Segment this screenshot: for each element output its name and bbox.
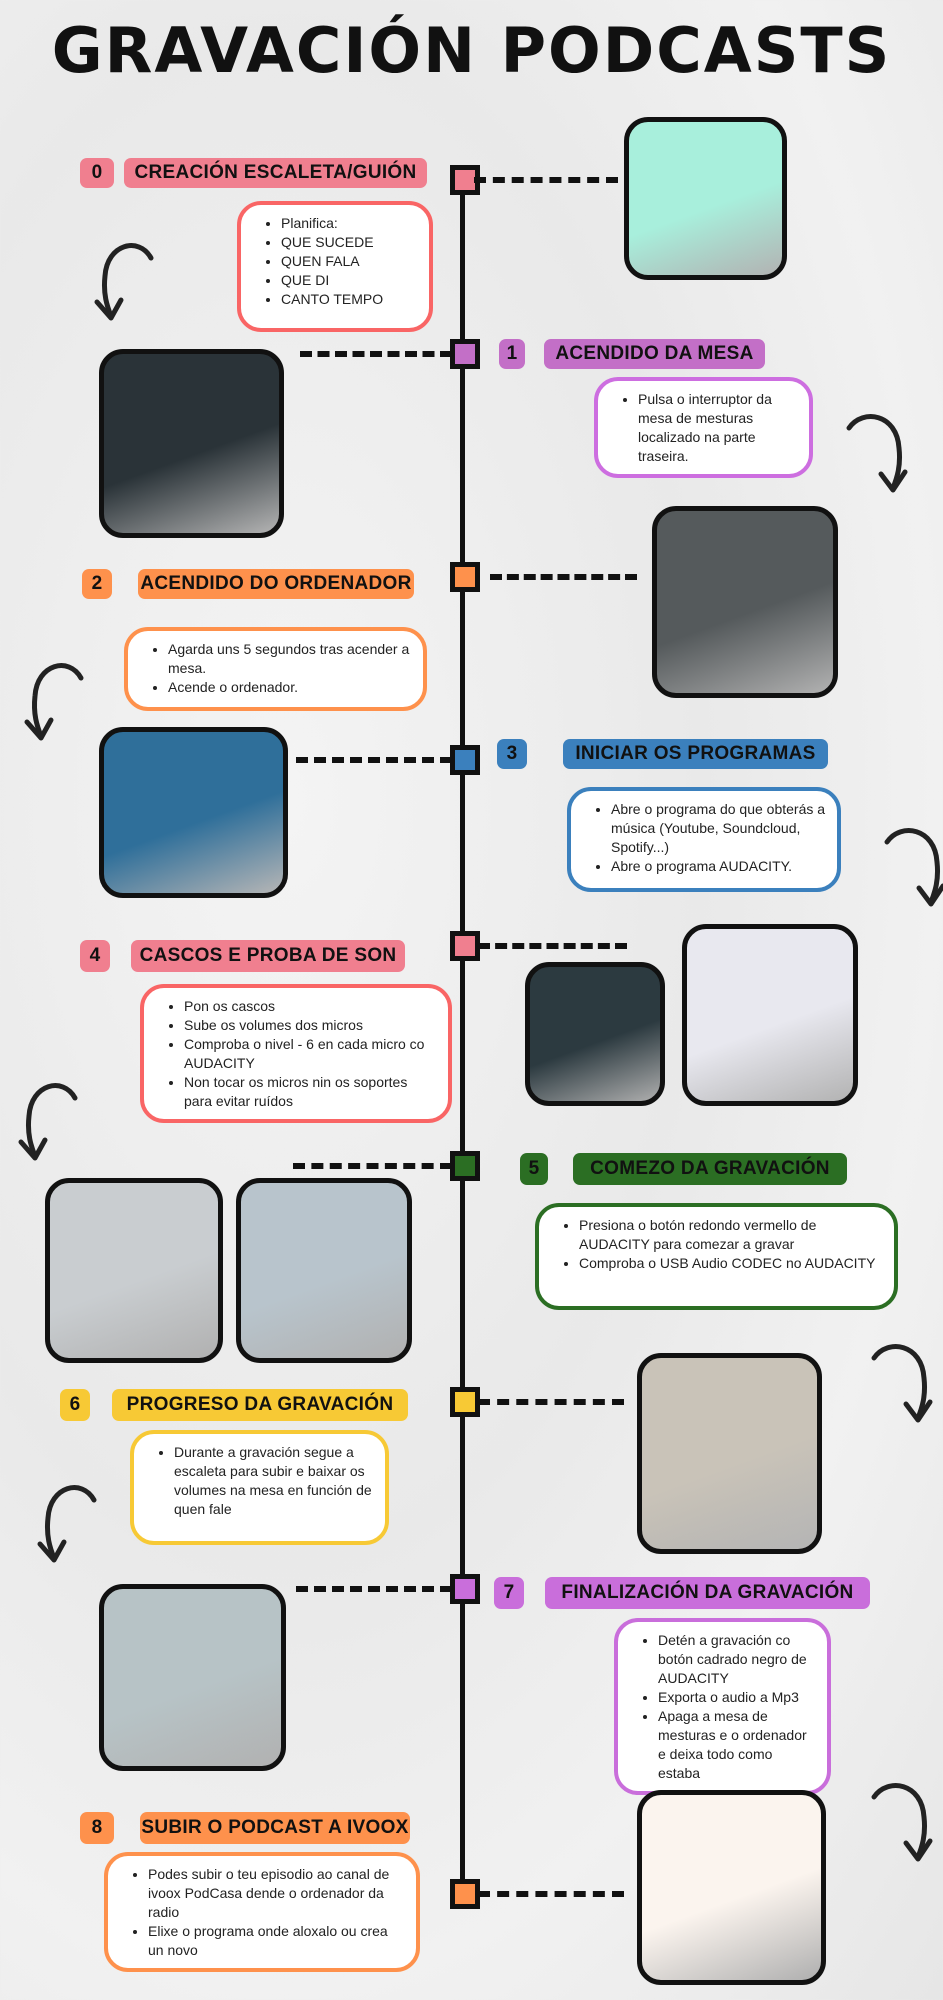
step-heading: INICIAR OS PROGRAMAS bbox=[563, 739, 828, 769]
instruction-list: Pulsa o interruptor da mesa de mesturas … bbox=[624, 390, 799, 466]
instruction-item: Sube os volumes dos micros bbox=[184, 1016, 438, 1035]
instruction-item: QUE DI bbox=[281, 271, 419, 290]
curved-arrow-icon bbox=[13, 1076, 83, 1166]
dashed-connector bbox=[478, 943, 627, 949]
instruction-item: Agarda uns 5 segundos tras acender a mes… bbox=[168, 640, 413, 678]
curved-arrow-icon bbox=[89, 236, 159, 326]
step-heading: CASCOS E PROBA DE SON bbox=[131, 940, 405, 972]
step-instructions-box: Abre o programa do que obterás a música … bbox=[567, 787, 841, 892]
instruction-item: Pulsa o interruptor da mesa de mesturas … bbox=[638, 390, 799, 466]
audacity-stop-photo bbox=[99, 1584, 286, 1771]
instruction-list: Durante a gravación segue a escaleta par… bbox=[160, 1443, 375, 1519]
audacity-levels-photo bbox=[682, 924, 858, 1106]
mixer-faders-photo bbox=[637, 1353, 822, 1554]
timeline-line bbox=[460, 178, 465, 1894]
instruction-list: Pon os cascosSube os volumes dos microsC… bbox=[170, 997, 438, 1111]
instruction-item: Pon os cascos bbox=[184, 997, 438, 1016]
dashed-connector bbox=[300, 351, 452, 357]
desktop-menu-photo bbox=[99, 727, 288, 898]
timeline-node bbox=[450, 745, 480, 775]
step-instructions-box: Pon os cascosSube os volumes dos microsC… bbox=[140, 984, 452, 1123]
timeline-node bbox=[450, 339, 480, 369]
step-number-badge: 2 bbox=[82, 569, 112, 599]
equipment-photo bbox=[525, 962, 665, 1106]
instruction-item: QUEN FALA bbox=[281, 252, 419, 271]
page-title: GRAVACIÓN PODCASTS bbox=[51, 14, 892, 87]
instruction-list: Abre o programa do que obterás a música … bbox=[597, 800, 827, 876]
step-number-badge: 1 bbox=[499, 339, 525, 369]
curved-arrow-icon bbox=[879, 822, 943, 912]
instruction-item: Durante a gravación segue a escaleta par… bbox=[174, 1443, 375, 1519]
instruction-item: Abre o programa AUDACITY. bbox=[611, 857, 827, 876]
instruction-list: Planifica:QUE SUCEDEQUEN FALAQUE DICANTO… bbox=[267, 214, 419, 309]
instruction-list: Detén a gravación co botón cadrado negro… bbox=[644, 1631, 817, 1783]
timeline-node bbox=[450, 1879, 480, 1909]
dashed-connector bbox=[478, 1399, 624, 1405]
timeline-node bbox=[450, 1574, 480, 1604]
curved-arrow-icon bbox=[32, 1478, 102, 1568]
timeline-node bbox=[450, 931, 480, 961]
step-instructions-box: Detén a gravación co botón cadrado negro… bbox=[614, 1618, 831, 1795]
curved-arrow-icon bbox=[866, 1338, 936, 1428]
dashed-connector bbox=[296, 757, 452, 763]
step-number-badge: 7 bbox=[494, 1577, 524, 1609]
ivoox-page-photo bbox=[637, 1790, 826, 1985]
instruction-item: Non tocar os micros nin os soportes para… bbox=[184, 1073, 438, 1111]
dashed-connector bbox=[296, 1586, 452, 1592]
step-heading: FINALIZACIÓN DA GRAVACIÓN bbox=[545, 1577, 870, 1609]
instruction-item: Acende o ordenador. bbox=[168, 678, 413, 697]
step-heading: PROGRESO DA GRAVACIÓN bbox=[112, 1389, 408, 1421]
instruction-item: Comproba o USB Audio CODEC no AUDACITY bbox=[579, 1254, 884, 1273]
step-number-badge: 4 bbox=[80, 940, 110, 972]
step-heading: COMEZO DA GRAVACIÓN bbox=[573, 1153, 847, 1185]
instruction-list: Agarda uns 5 segundos tras acender a mes… bbox=[154, 640, 413, 697]
instruction-item: Presiona o botón redondo vermello de AUD… bbox=[579, 1216, 884, 1254]
instruction-item: QUE SUCEDE bbox=[281, 233, 419, 252]
curved-arrow-icon bbox=[866, 1777, 936, 1867]
step-instructions-box: Podes subir o teu episodio ao canal de i… bbox=[104, 1852, 420, 1972]
step-heading: ACENDIDO DO ORDENADOR bbox=[138, 569, 414, 599]
instruction-item: Detén a gravación co botón cadrado negro… bbox=[658, 1631, 817, 1688]
timeline-node bbox=[450, 1387, 480, 1417]
step-instructions-box: Durante a gravación segue a escaleta par… bbox=[130, 1430, 389, 1545]
step-heading: ACENDIDO DA MESA bbox=[544, 339, 765, 369]
step-number-badge: 0 bbox=[80, 158, 114, 188]
instruction-item: Podes subir o teu episodio ao canal de i… bbox=[148, 1865, 406, 1922]
instruction-list: Podes subir o teu episodio ao canal de i… bbox=[134, 1865, 406, 1960]
instruction-item: Comproba o nivel - 6 en cada micro co AU… bbox=[184, 1035, 438, 1073]
instruction-item: Planifica: bbox=[281, 214, 419, 233]
step-instructions-box: Planifica:QUE SUCEDEQUEN FALAQUE DICANTO… bbox=[237, 201, 433, 332]
step-number-badge: 3 bbox=[497, 739, 527, 769]
timeline-node bbox=[450, 562, 480, 592]
dashed-connector bbox=[478, 1891, 624, 1897]
step-number-badge: 8 bbox=[80, 1812, 114, 1844]
instruction-list: Presiona o botón redondo vermello de AUD… bbox=[565, 1216, 884, 1273]
step-number-badge: 5 bbox=[520, 1153, 548, 1185]
mixer-power-switch-photo bbox=[99, 349, 284, 538]
audacity-record-photo bbox=[45, 1178, 223, 1363]
instruction-item: Apaga a mesa de mesturas e o ordenador e… bbox=[658, 1707, 817, 1783]
keyboard-power-photo bbox=[652, 506, 838, 698]
step-number-badge: 6 bbox=[60, 1389, 90, 1421]
dashed-connector bbox=[490, 574, 637, 580]
step-instructions-box: Agarda uns 5 segundos tras acender a mes… bbox=[124, 627, 427, 711]
curved-arrow-icon bbox=[19, 656, 89, 746]
timeline-node bbox=[450, 1151, 480, 1181]
dashed-connector bbox=[474, 177, 618, 183]
instruction-item: CANTO TEMPO bbox=[281, 290, 419, 309]
dashed-connector bbox=[293, 1163, 452, 1169]
audacity-codec-photo bbox=[236, 1178, 412, 1363]
script-table-photo bbox=[624, 117, 787, 280]
instruction-item: Elixe o programa onde aloxalo ou crea un… bbox=[148, 1922, 406, 1960]
instruction-item: Exporta o audio a Mp3 bbox=[658, 1688, 817, 1707]
step-instructions-box: Pulsa o interruptor da mesa de mesturas … bbox=[594, 377, 813, 478]
curved-arrow-icon bbox=[841, 408, 911, 498]
step-heading: CREACIÓN ESCALETA/GUIÓN bbox=[124, 158, 427, 188]
step-heading: SUBIR O PODCAST A IVOOX bbox=[140, 1812, 410, 1844]
step-instructions-box: Presiona o botón redondo vermello de AUD… bbox=[535, 1203, 898, 1310]
instruction-item: Abre o programa do que obterás a música … bbox=[611, 800, 827, 857]
